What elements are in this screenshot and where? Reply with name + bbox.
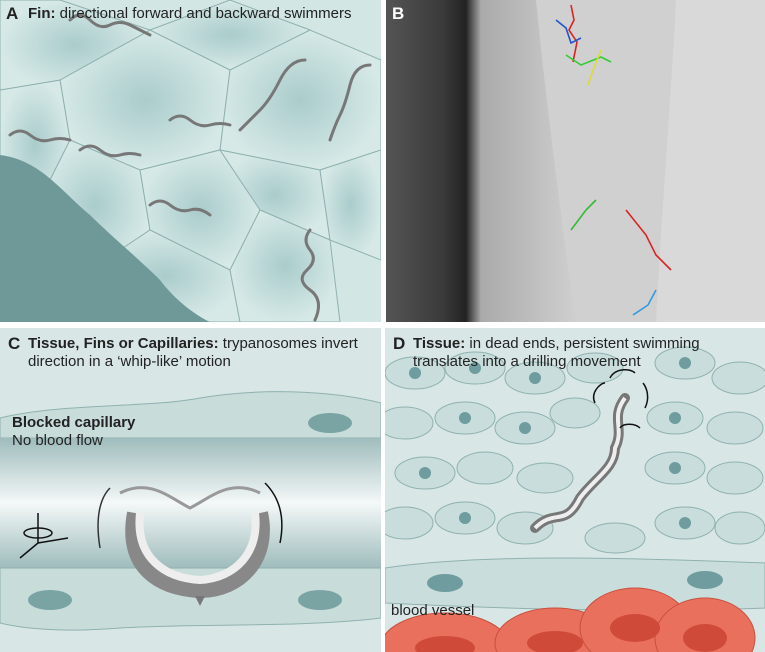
panel-d-title: Tissue: in dead ends, persistent swimmin… — [413, 335, 753, 371]
panel-b-letter: B — [392, 4, 405, 23]
blood-vessel-label: blood vessel — [391, 602, 475, 619]
panel-c-title-text: trypanosomes invert direction in a ‘whip… — [28, 335, 358, 370]
no-blood-flow-label: No blood flow — [12, 432, 103, 449]
panel-d-title-text: in dead ends, persistent swimming transl… — [413, 335, 700, 370]
capillary-illustration — [0, 391, 381, 631]
panel-c-title-bold: Tissue, Fins or Capillaries: — [28, 335, 219, 352]
panel-a-letter: A — [6, 4, 19, 23]
panel-d: D Tissue: in dead ends, persistent swimm… — [385, 328, 765, 652]
panel-c-letter: C — [8, 334, 21, 353]
panel-a: A Fin: directional forward and backward … — [0, 0, 381, 322]
panel-a-title-bold: Fin: — [28, 5, 56, 22]
panel-d-letter: D — [393, 334, 406, 353]
fin-hexagon-illustration — [0, 0, 381, 322]
panel-b: B — [386, 0, 765, 322]
tissue-drilling-illustration — [385, 346, 765, 652]
rotation-axes-icon — [19, 513, 69, 559]
panel-c-title: Tissue, Fins or Capillaries: trypanosome… — [28, 335, 368, 371]
panel-a-title-text: directional forward and backward swimmer… — [55, 5, 352, 22]
panel-d-title-bold: Tissue: — [413, 335, 466, 352]
microscopy-image — [386, 0, 765, 322]
panel-c: C Tissue, Fins or Capillaries: trypanoso… — [0, 328, 381, 652]
blocked-capillary-label: Blocked capillary — [12, 414, 136, 431]
panel-a-title: Fin: directional forward and backward sw… — [28, 5, 351, 23]
